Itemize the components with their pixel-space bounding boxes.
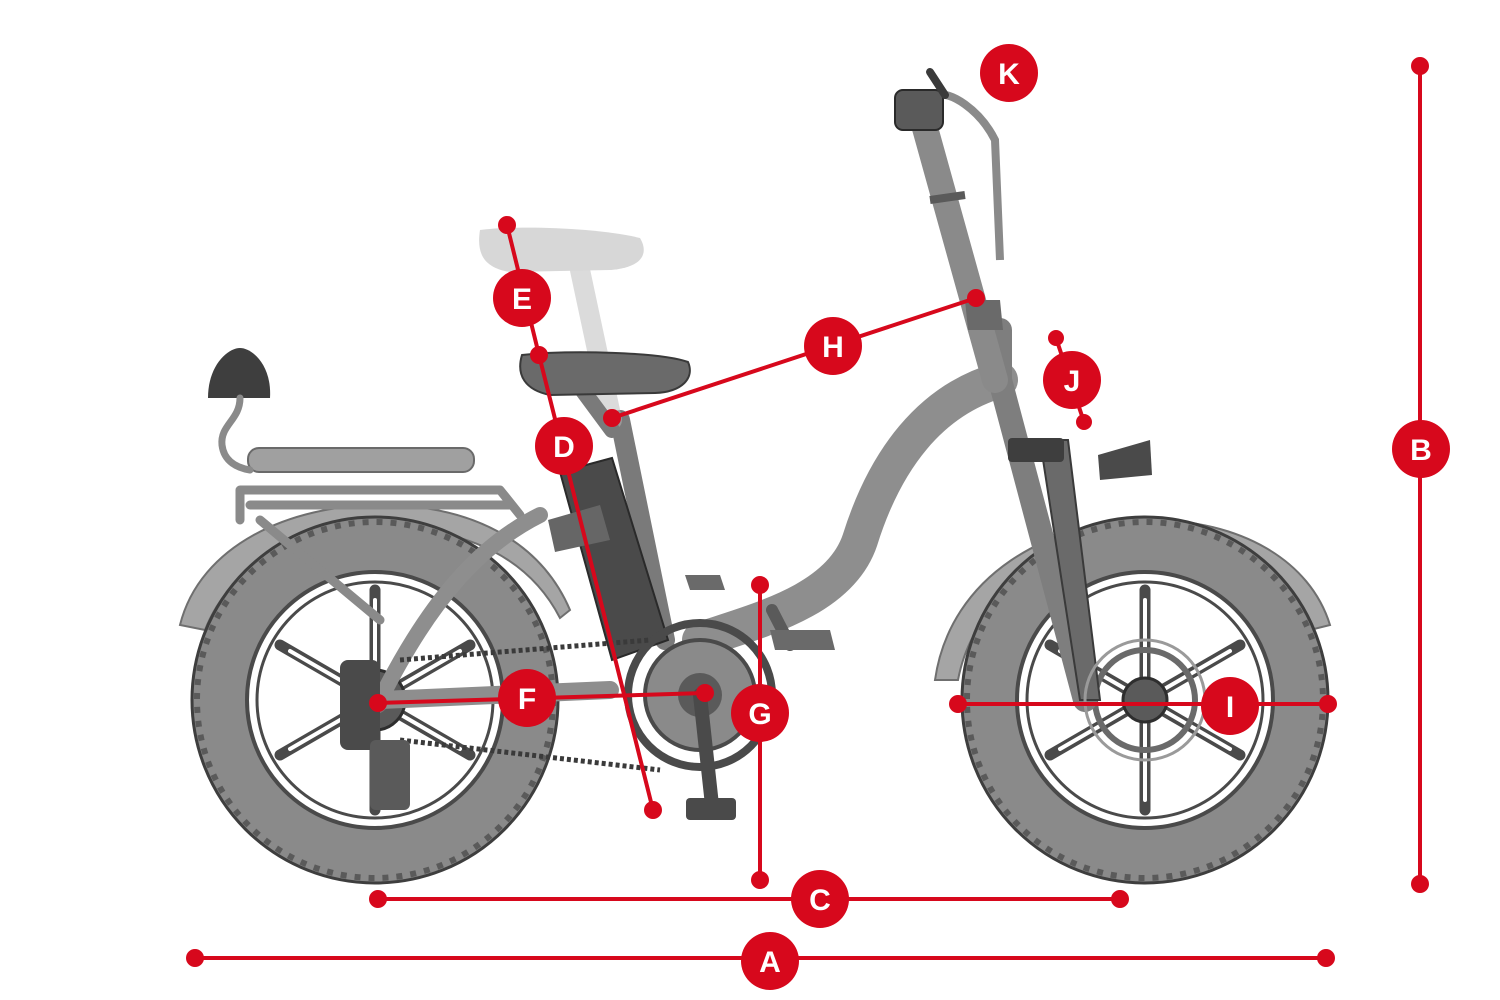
marker-h: H	[804, 317, 862, 375]
svg-text:D: D	[553, 431, 575, 464]
svg-text:C: C	[809, 884, 831, 917]
dimension-h-start	[603, 409, 621, 427]
marker-a: A	[741, 932, 799, 990]
dimension-c-end	[1111, 890, 1129, 908]
svg-text:H: H	[822, 331, 844, 364]
dimension-d-end	[644, 801, 662, 819]
dimension-i-end	[1319, 695, 1337, 713]
dimension-e-start	[498, 216, 516, 234]
dimension-j-start	[1048, 330, 1064, 346]
derailleur	[340, 660, 410, 810]
dimension-h-end	[967, 289, 985, 307]
marker-i: I	[1201, 677, 1259, 735]
bike-illustration	[178, 68, 1332, 885]
svg-text:E: E	[512, 283, 532, 316]
marker-k: K	[980, 44, 1038, 102]
marker-e: E	[493, 269, 551, 327]
svg-text:J: J	[1064, 365, 1081, 398]
dimension-c-start	[369, 890, 387, 908]
stem-handlebar	[894, 68, 1008, 393]
dimension-b-start	[1411, 57, 1429, 75]
rear-rack	[235, 485, 525, 625]
dimension-markers: A B C D E F G H	[493, 44, 1450, 990]
svg-text:A: A	[759, 946, 781, 979]
front-fork	[1008, 438, 1102, 701]
taillight	[208, 348, 271, 474]
dimension-a-start	[186, 949, 204, 967]
dimension-j-end	[1076, 414, 1092, 430]
svg-text:G: G	[748, 698, 771, 731]
dimension-f-start	[369, 694, 387, 712]
dimension-h-line	[610, 296, 978, 420]
headlight	[1098, 440, 1152, 480]
folding-hinge	[770, 630, 835, 650]
rear-rack-top	[247, 447, 475, 473]
marker-j: J	[1043, 351, 1101, 409]
dimension-a-end	[1317, 949, 1335, 967]
svg-text:I: I	[1226, 691, 1234, 724]
dimension-g-end	[751, 871, 769, 889]
dimension-b-end	[1411, 875, 1429, 893]
svg-text:F: F	[518, 683, 536, 716]
marker-b: B	[1392, 420, 1450, 478]
pedal-bracket	[685, 575, 725, 590]
front-wheel	[960, 515, 1330, 885]
marker-f: F	[498, 669, 556, 727]
dimension-i-start	[949, 695, 967, 713]
saddle-raised	[479, 227, 644, 430]
marker-g: G	[731, 684, 789, 742]
svg-text:K: K	[998, 58, 1020, 91]
dimension-g-start	[751, 576, 769, 594]
battery	[548, 456, 670, 662]
marker-d: D	[535, 417, 593, 475]
marker-c: C	[791, 870, 849, 928]
dimension-f-end	[696, 684, 714, 702]
svg-text:B: B	[1410, 434, 1432, 467]
